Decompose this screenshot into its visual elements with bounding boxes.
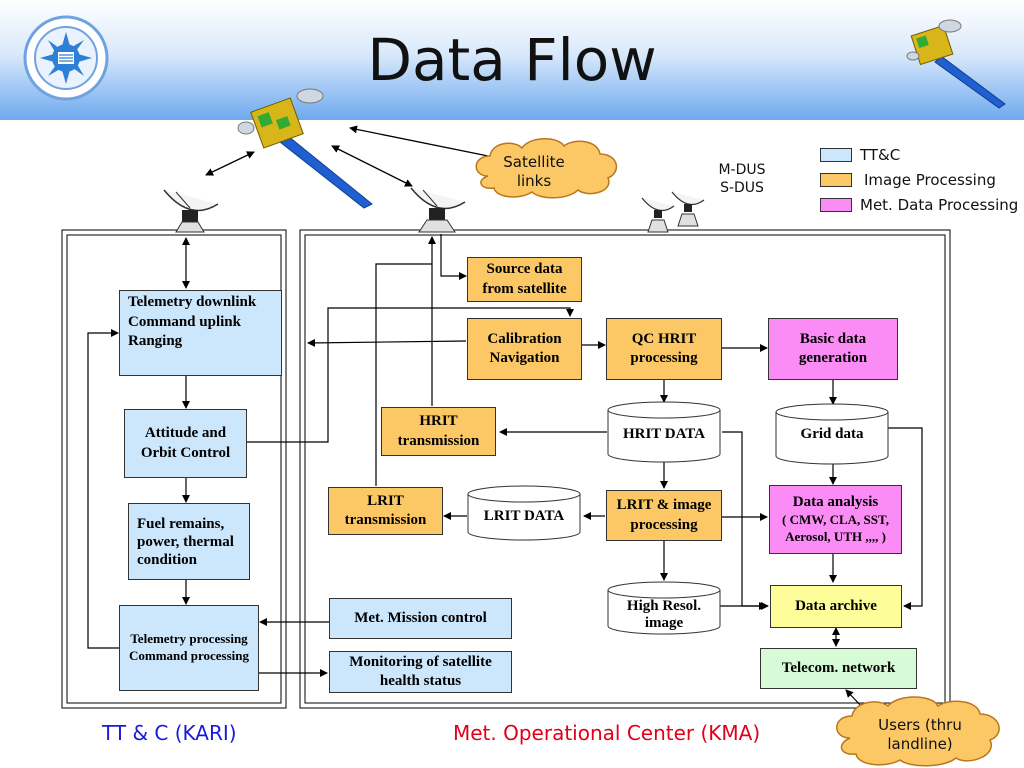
lrit-image-processing-box: LRIT & image processing	[606, 490, 722, 541]
dish-antenna-icon	[163, 189, 219, 233]
data-archive-box: Data archive	[770, 585, 902, 628]
telecom-network-box: Telecom. network	[760, 648, 917, 689]
page-title: Data Flow	[367, 26, 657, 94]
dish-antenna-icon	[641, 191, 705, 233]
satellite-icon	[237, 88, 373, 209]
met-mission-control-box: Met. Mission control	[329, 598, 512, 639]
data-analysis-title: Data analysis	[792, 493, 879, 510]
station-labels: M-DUS S-DUS	[700, 161, 784, 197]
monitoring-health-box: Monitoring of satellite health status	[329, 651, 512, 693]
ranging-line: Ranging	[128, 333, 183, 349]
command-processing-line: Command processing	[128, 648, 250, 663]
telemetry-processing-box: Telemetry processing Command processing	[119, 605, 259, 691]
qc-hrit-processing-box: QC HRIT processing	[606, 318, 722, 380]
command-uplink-line: Command uplink	[128, 313, 241, 330]
users-label: Users (thru landline)	[878, 716, 962, 753]
ttc-kari-caption: TT & C (KARI)	[102, 721, 237, 745]
satellite-links-cloud	[475, 138, 618, 199]
hrit-data-store: HRIT DATA	[622, 426, 706, 443]
telemetry-downlink-box: Telemetry downlink Command uplink Rangin…	[119, 290, 282, 376]
high-resolution-image-store: High Resol. image	[626, 597, 702, 631]
legend-swatch-met	[820, 198, 852, 212]
satellite-icon	[906, 19, 1006, 109]
calibration-navigation-box: Calibration Navigation	[467, 318, 582, 380]
telemetry-processing-line: Telemetry processing	[130, 631, 248, 647]
legend-label-ttc: TT&C	[860, 146, 901, 164]
legend-swatch-ttc	[820, 148, 852, 162]
data-analysis-box: Data analysis ( CMW, CLA, SST, Aerosol, …	[769, 485, 902, 554]
users-cloud	[836, 696, 1000, 767]
kma-caption: Met. Operational Center (KMA)	[453, 721, 761, 745]
logo-seal	[23, 15, 109, 101]
data-analysis-detail: ( CMW, CLA, SST, Aerosol, UTH ,,,, )	[782, 512, 889, 545]
legend-label-met: Met. Data Processing	[860, 196, 1019, 214]
legend-label-image: Image Processing	[864, 171, 996, 189]
sdus-label: S-DUS	[720, 180, 764, 197]
lrit-transmission-box: LRIT transmission	[328, 487, 443, 535]
basic-data-generation-box: Basic data generation	[768, 318, 898, 380]
hrit-transmission-box: HRIT transmission	[381, 407, 496, 456]
legend-swatch-image	[820, 173, 852, 187]
telemetry-downlink-line: Telemetry downlink	[128, 294, 257, 310]
source-data-box: Source data from satellite	[467, 257, 582, 302]
grid-data-store: Grid data	[800, 426, 864, 443]
dish-antenna-icon	[410, 187, 466, 233]
satellite-links-label: Satellite links	[503, 153, 565, 190]
lrit-data-store: LRIT DATA	[483, 508, 565, 525]
header-banner	[0, 0, 1024, 120]
mdus-label: M-DUS	[718, 162, 766, 178]
fuel-status-box: Fuel remains, power, thermal condition	[128, 503, 250, 580]
attitude-orbit-box: Attitude and Orbit Control	[124, 409, 247, 478]
